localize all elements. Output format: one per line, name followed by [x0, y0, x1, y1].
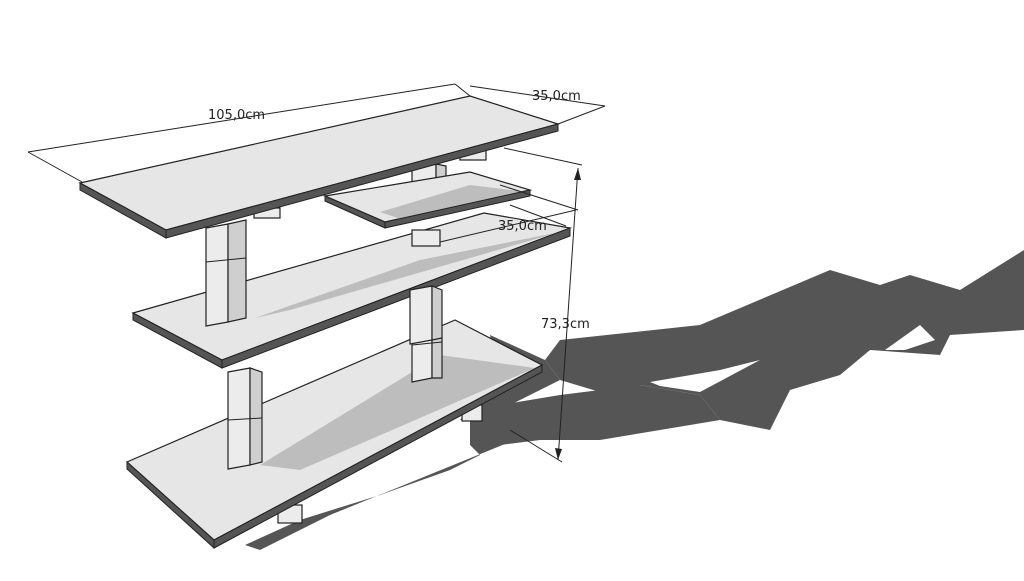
height-dimension-line: [557, 167, 579, 461]
leg-front-upper-face: [205, 223, 229, 327]
leg-back-middle-face: [409, 285, 433, 345]
depth-shelf-label: 35,0cm: [498, 219, 547, 234]
width-label: 105,0cm: [208, 108, 265, 123]
shadow-middle-shelf: [470, 385, 720, 445]
dimension-labels: 105,0cm 35,0cm 35,0cm 73,3cm: [208, 89, 590, 332]
depth-top-label: 35,0cm: [532, 89, 581, 104]
leg-front-lower-side: [249, 367, 263, 466]
dimension-lines: [27, 83, 606, 463]
bottom-shelf-left-edge: [126, 460, 215, 550]
leg-front-upper-side: [227, 219, 247, 323]
sliding-shelf-left-edge: [324, 195, 386, 229]
leg-back-middle-side: [431, 285, 443, 341]
shadow-cutout-light: [650, 360, 760, 392]
width-dimension-line: [27, 83, 456, 153]
lower-legs: [227, 335, 443, 470]
middle-shelf-left-edge: [132, 312, 223, 369]
middle-legs: [205, 219, 443, 345]
depth-shelf-dimension-line: [439, 209, 577, 243]
top-shelf-top: [78, 95, 561, 231]
bottom-shelf-interior-shadow: [260, 355, 535, 470]
sliding-shelf: [322, 163, 533, 247]
shadow-under-bottom: [245, 440, 515, 550]
ground-shadow: [245, 250, 1024, 550]
sliding-shelf-block: [411, 229, 441, 247]
middle-shelf-interior-shadow: [255, 232, 560, 318]
middle-shelf: [131, 212, 573, 369]
height-label: 73,3cm: [541, 317, 590, 332]
depth-top-dimension-line: [469, 85, 606, 107]
top-shelf-left-edge: [79, 182, 167, 239]
sliding-shelf-interior: [380, 185, 528, 222]
top-shelf: [78, 95, 561, 239]
shadow-cutout-light-2: [885, 325, 935, 350]
